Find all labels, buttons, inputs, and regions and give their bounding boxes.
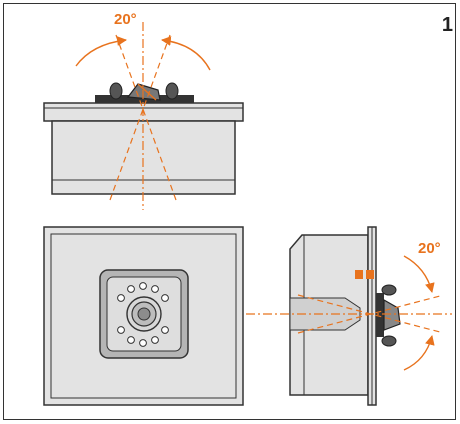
front-view-led-ring (117, 282, 169, 347)
side-view-tilt-line-down (297, 294, 441, 333)
side-view-angle-label: 20° (418, 240, 441, 257)
front-view-button-core (137, 307, 151, 321)
side-view-knob-bottom (381, 335, 397, 347)
top-view (43, 22, 244, 210)
top-view-rocker (126, 83, 161, 101)
top-view-knob-left (109, 82, 123, 100)
front-view-plate-inner (50, 233, 237, 399)
side-view-tilt-line-up (297, 295, 441, 334)
top-view-angle-label: 20° (114, 11, 137, 28)
side-view-marker-left (355, 270, 363, 279)
figure-number: 1 (441, 14, 453, 36)
side-view-marker-right (366, 270, 374, 279)
side-view-rocker (383, 298, 401, 331)
front-view (43, 226, 244, 406)
top-view-angle-arc-right (161, 36, 211, 71)
side-view-knob-top (381, 284, 397, 296)
side-view-angle-arc-bottom (403, 335, 435, 371)
figure-frame (3, 3, 456, 420)
side-view (246, 226, 452, 406)
side-view-mechanism (376, 293, 384, 337)
side-view-angle-arc-top (403, 255, 435, 293)
top-view-angle-arc-left (75, 36, 127, 67)
top-view-knob-right (165, 82, 179, 100)
